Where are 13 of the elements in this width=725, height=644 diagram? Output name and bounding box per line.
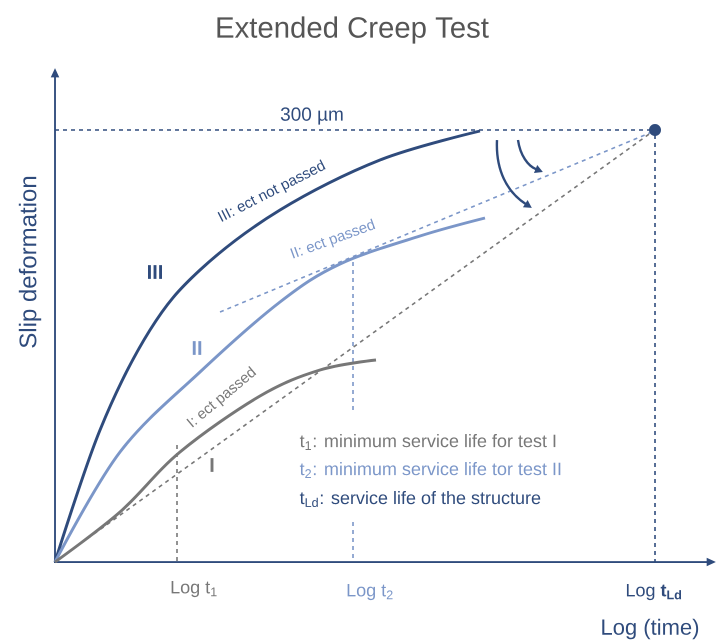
axis-label: Slip deformation: [18, 176, 42, 348]
tick-label: Log t$_{1}$: [172, 580, 217, 598]
tick-label: Log t$_{2}$: [348, 584, 393, 600]
dimension-label: 300 µm: [280, 107, 343, 125]
curve-number: II: [192, 341, 202, 355]
legend-text: t$_{Ld}$: service life of the structure: [300, 490, 540, 508]
legend-text: t$_{2}$: minimum service life tor test II: [300, 462, 560, 478]
axis-label: Log (time): [602, 618, 698, 640]
legend-text: t$_{1}$: minimum service life for test I: [300, 434, 556, 450]
title: Extended Creep Test: [217, 16, 489, 44]
curve-number: III: [148, 265, 162, 279]
tick-label: Log t$_{Ld}$: [626, 584, 682, 600]
curve-number: I: [210, 458, 214, 472]
